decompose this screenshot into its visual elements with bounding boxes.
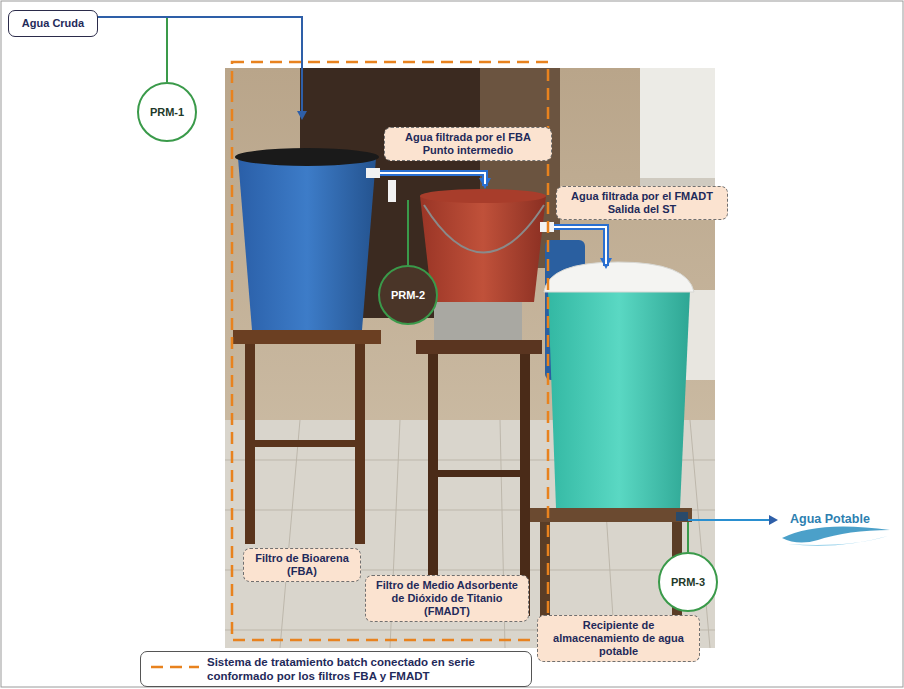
node-text: Filtro de Bioarena (FBA) <box>250 552 354 578</box>
legend-box: Sistema de tratamiento batch conectado e… <box>140 651 532 687</box>
sampling-point: PRM-1 <box>137 82 197 142</box>
node-text: Agua Cruda <box>15 17 91 30</box>
node-text: Filtro de Medio Adsorbente de Dióxido de… <box>372 579 522 618</box>
node-text: Recipiente de almacenamiento de agua pot… <box>544 619 693 658</box>
node-text: Agua filtrada por el FMADT Salida del ST <box>563 190 721 216</box>
source-box: Agua Cruda <box>8 10 98 37</box>
node-text: PRM-3 <box>671 576 705 588</box>
legend-text: Sistema de tratamiento batch conectado e… <box>207 655 525 683</box>
callout-box: Agua filtrada por el FBA Punto intermedi… <box>384 127 552 161</box>
node-text: PRM-2 <box>391 289 425 301</box>
filter-label: Filtro de Bioarena (FBA) <box>243 548 361 582</box>
filter-label: Filtro de Medio Adsorbente de Dióxido de… <box>365 575 529 622</box>
node-text: Agua filtrada por el FBA Punto intermedi… <box>391 131 545 157</box>
node-text: PRM-1 <box>150 106 184 118</box>
legend-sample <box>149 658 201 678</box>
sampling-point: PRM-3 <box>658 552 718 612</box>
node-text: Agua Potable <box>778 500 894 526</box>
output-logo: Agua Potable <box>778 500 894 550</box>
tank-label: Recipiente de almacenamiento de agua pot… <box>537 615 700 662</box>
sampling-point: PRM-2 <box>378 265 438 325</box>
callout-box: Agua filtrada por el FMADT Salida del ST <box>556 186 728 220</box>
